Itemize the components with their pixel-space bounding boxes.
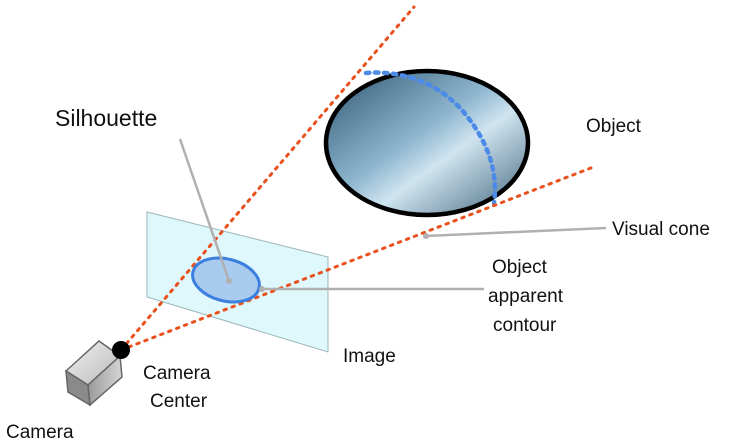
camera-label: Camera	[6, 422, 74, 443]
visual-cone-leader-dot	[423, 233, 429, 239]
silhouette-ellipse	[191, 256, 261, 304]
object-ellipse	[323, 68, 531, 218]
object-label: Object	[586, 116, 642, 137]
apparent-contour-label-line3: contour	[493, 315, 557, 336]
object-contour-dotted	[363, 70, 498, 206]
camera-center-label-line2: Center	[150, 391, 208, 412]
apparent-contour-label-line2: apparent	[488, 286, 564, 307]
camera-center-dot	[112, 341, 130, 359]
visual-cone-label: Visual cone	[612, 219, 710, 240]
camera-icon	[64, 340, 123, 407]
camera-center-label-line1: Camera	[143, 363, 211, 384]
visual-cone-upper-line	[119, 5, 416, 352]
silhouette-leader	[178, 138, 231, 282]
apparent-contour-label-line1: Object	[492, 257, 548, 278]
image-label: Image	[343, 346, 396, 367]
visual-cone-lower-line	[119, 164, 598, 352]
contour-leader-dot	[259, 286, 265, 292]
silhouette-leader-dot	[226, 278, 232, 284]
visual-cone-leader	[425, 226, 607, 238]
silhouette-label: Silhouette	[55, 105, 157, 131]
